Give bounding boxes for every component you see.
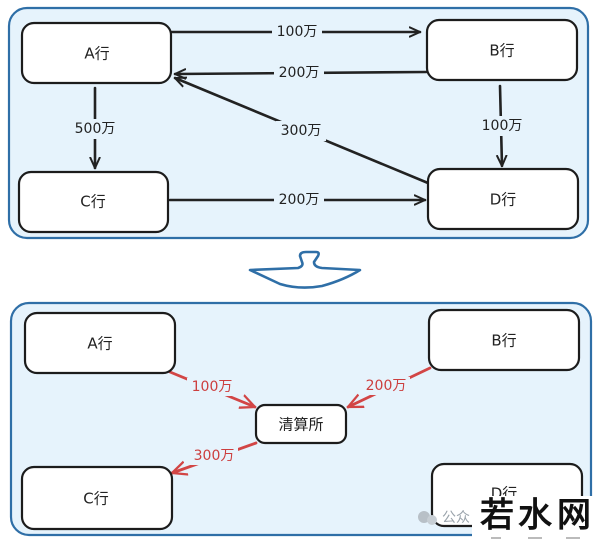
- node-label-d: D行: [490, 191, 517, 209]
- node-bank-b: B行: [425, 18, 579, 82]
- edge-label-d-a: 300万: [281, 123, 322, 139]
- edge-a-to-c: 500万: [68, 86, 122, 170]
- node-label-b-clearing: B行: [491, 332, 516, 350]
- node-bank-a-clearing: A行: [23, 311, 177, 375]
- edge-c-to-d: 200万: [168, 190, 427, 210]
- watermark-char-3: 网: [557, 496, 591, 536]
- node-clearing-house: 清算所: [254, 403, 348, 445]
- edge-label-b-a: 200万: [279, 65, 320, 81]
- edge-a-to-hub: 100万: [168, 370, 255, 407]
- edge-hub-to-c: 300万: [172, 441, 258, 473]
- edge-label-c-d: 200万: [279, 192, 320, 208]
- node-bank-c: C行: [17, 170, 170, 234]
- watermark-char-1: 若: [480, 496, 514, 536]
- node-label-clearing-house: 清算所: [278, 416, 323, 434]
- edge-label-b-hub: 200万: [366, 378, 407, 394]
- node-label-c-clearing: C行: [83, 490, 108, 508]
- watermark-source: 公众: [442, 510, 470, 526]
- node-label-a: A行: [84, 45, 109, 63]
- edge-b-to-a: 200万: [173, 63, 428, 83]
- node-label-c: C行: [80, 193, 105, 211]
- watermark: 公众 若 水 网: [418, 496, 600, 542]
- edge-b-to-hub: 200万: [348, 366, 432, 409]
- node-bank-d: D行: [426, 167, 580, 231]
- transform-arrow-icon: [248, 250, 362, 289]
- edge-b-to-d: 100万: [476, 84, 528, 168]
- node-bank-b-clearing: B行: [427, 308, 581, 372]
- edge-a-to-b: 100万: [170, 22, 422, 42]
- edge-label-a-c: 500万: [75, 121, 116, 137]
- node-bank-c-clearing: C行: [20, 465, 174, 531]
- watermark-char-2: 水: [518, 496, 553, 536]
- node-label-b: B行: [489, 42, 514, 60]
- edge-label-a-b: 100万: [277, 24, 318, 40]
- node-label-a-clearing: A行: [87, 335, 112, 353]
- node-bank-a: A行: [20, 21, 173, 85]
- edge-label-b-d: 100万: [482, 118, 523, 134]
- edge-label-hub-c: 300万: [194, 448, 235, 464]
- edge-d-to-a: 300万: [175, 78, 430, 185]
- edge-label-a-hub: 100万: [192, 379, 233, 395]
